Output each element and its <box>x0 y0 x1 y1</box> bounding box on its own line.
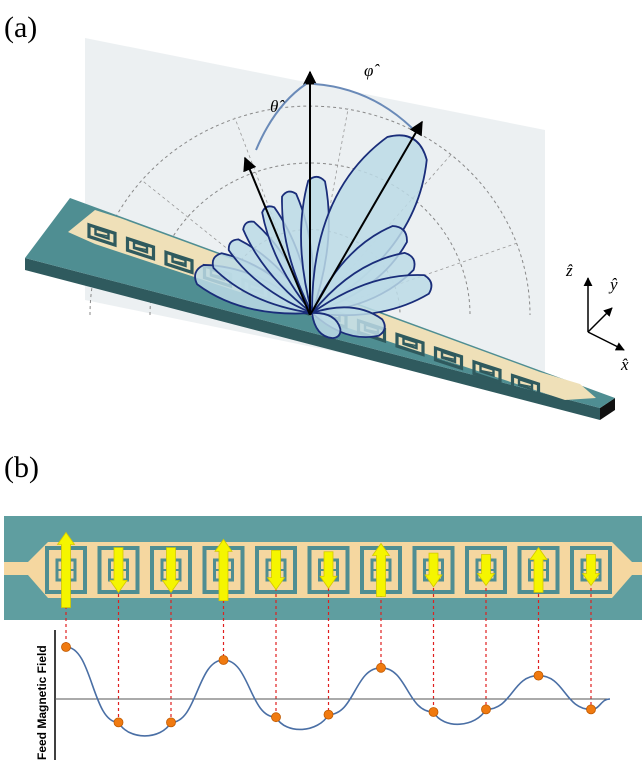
down-arrow <box>581 554 601 587</box>
unit-cell-gap <box>442 356 455 360</box>
down-arrow <box>319 551 338 589</box>
x-hat-label: x̂ <box>620 355 629 374</box>
unit-cell-inner <box>171 254 187 268</box>
coordinate-triad <box>583 277 625 351</box>
z-hat-label: ẑ <box>565 261 573 280</box>
sample-dot <box>218 655 229 665</box>
unit-cell-outer <box>164 250 194 275</box>
unit-cell-outer <box>465 546 507 594</box>
unit-cell-outer <box>412 546 455 594</box>
unit-cell-gap <box>134 246 147 251</box>
unit-cell-gap <box>480 369 494 374</box>
up-arrow <box>529 546 548 593</box>
grid-spoke <box>234 117 311 316</box>
unit-cell-inner <box>517 377 534 391</box>
down-arrow <box>161 547 181 594</box>
unit-cell-outer <box>87 222 117 248</box>
phi-hat-label: φ̂ <box>364 61 380 80</box>
tilted-arrow-left <box>243 156 311 316</box>
sample-dot <box>166 717 176 728</box>
radiation-lobe <box>310 306 386 339</box>
sample-links <box>65 570 592 723</box>
sample-dot <box>271 712 281 723</box>
up-arrow <box>371 542 391 597</box>
unit-cell-outer <box>570 546 612 594</box>
board-side <box>25 258 600 420</box>
magnetic-field-arrows <box>56 531 601 608</box>
unit-cell-inner <box>94 226 110 241</box>
up-arrow <box>214 538 233 602</box>
y-hat-label: ŷ <box>608 275 618 294</box>
unit-cell-gap <box>172 260 186 265</box>
sample-dot <box>586 704 596 715</box>
up-arrow <box>56 531 76 608</box>
field-wave <box>65 646 611 737</box>
radiation-lobes <box>194 134 433 340</box>
unit-cell-outer <box>433 345 464 371</box>
unit-cell-outer <box>307 546 350 594</box>
unit-cell-inner <box>402 336 418 350</box>
panel-b-label: (b) <box>4 451 39 484</box>
sample-dots <box>61 642 596 728</box>
phi-arc <box>313 83 413 129</box>
unit-cell-outer <box>255 546 297 594</box>
sample-dot <box>323 709 334 720</box>
grid-spoke <box>309 108 349 316</box>
unit-cell-inner <box>440 350 457 364</box>
unit-cell-outer <box>125 236 156 261</box>
unit-cell-outer <box>510 373 541 398</box>
sample-dot <box>376 662 386 673</box>
y-axis-label: Feed Magnetic Field <box>35 645 49 760</box>
unit-cell-outer <box>472 359 502 385</box>
down-arrow <box>424 552 443 588</box>
unit-cell-gap <box>95 232 109 237</box>
unit-cell-gap <box>403 342 417 347</box>
sample-dot <box>113 717 124 728</box>
theta-arc <box>255 83 307 151</box>
panel-a-label: (a) <box>4 11 37 44</box>
sample-dot <box>533 670 544 681</box>
board-end <box>600 398 615 420</box>
unit-cell-inner <box>132 240 149 254</box>
beam-arrow <box>309 120 423 316</box>
radiation-lobe <box>310 312 342 340</box>
sample-dot <box>481 704 491 715</box>
down-arrow <box>109 547 128 594</box>
unit-cell-gap <box>519 383 532 388</box>
down-arrow <box>266 549 286 591</box>
sample-dot <box>61 642 71 652</box>
sample-dot <box>428 707 439 717</box>
down-arrow <box>476 554 496 587</box>
unit-cell-outer <box>395 332 425 357</box>
unit-cell-inner <box>479 363 495 378</box>
